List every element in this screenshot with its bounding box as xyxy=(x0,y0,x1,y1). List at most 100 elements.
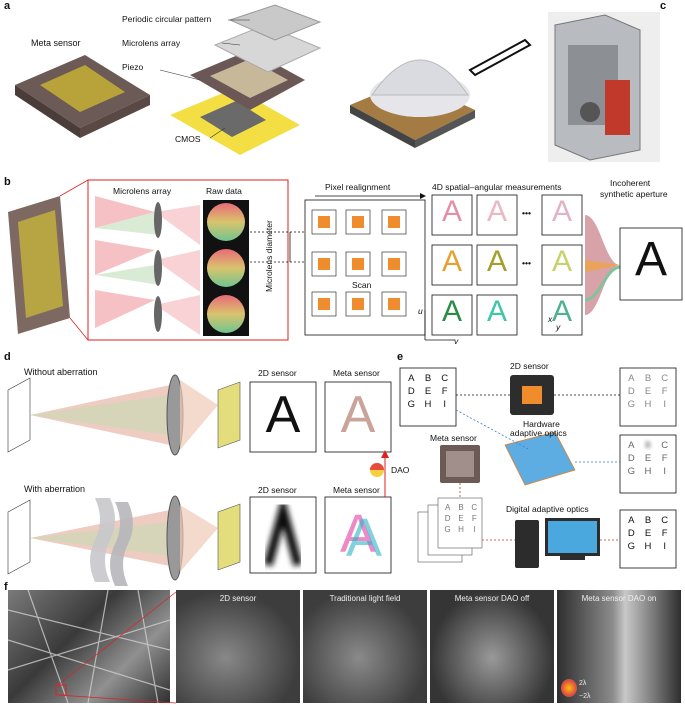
panel-label-b: b xyxy=(4,176,11,188)
d-sharp-letter: A xyxy=(265,386,301,444)
e-letter: B xyxy=(424,373,432,384)
b-letter-tile: A xyxy=(486,245,507,278)
panel-label-f: f xyxy=(4,581,8,593)
e-meta-label: Meta sensor xyxy=(430,433,477,443)
b-letter-tile: A xyxy=(441,295,462,328)
e-letter: I xyxy=(443,399,446,410)
b-letter-tile: A xyxy=(441,245,462,278)
b-x-label: x xyxy=(548,314,553,324)
b-ellipsis-mid: ••• xyxy=(522,258,531,268)
d-meta-label-bottom: Meta sensor xyxy=(333,485,380,495)
f-caption: Meta sensor DAO off xyxy=(454,594,530,603)
b-letter-tile: A xyxy=(486,195,507,228)
e-letter: F xyxy=(471,514,477,523)
f-2d-sensor-photo: 2D sensor xyxy=(176,590,300,703)
e-letter: G xyxy=(627,541,636,552)
a-piezo-label: Piezo xyxy=(122,62,144,72)
e-hao-label-2: adaptive optics xyxy=(510,428,567,438)
e-letter: H xyxy=(644,541,652,552)
d-without-label: Without aberration xyxy=(24,367,98,377)
e-letter: B xyxy=(458,503,464,512)
d-with-label: With aberration xyxy=(24,484,86,494)
panel-label-a: a xyxy=(4,0,11,12)
b-v-label: v xyxy=(454,336,459,346)
b-letter-tile: A xyxy=(551,195,572,228)
e-letter: C xyxy=(661,440,669,451)
e-letter: B xyxy=(644,373,652,384)
e-letter: D xyxy=(627,386,635,397)
f-wavefront-colormap xyxy=(561,679,577,697)
e-letter: E xyxy=(644,453,652,464)
e-letter: A xyxy=(444,503,451,512)
e-letter: I xyxy=(473,525,476,534)
d-dao-label: DAO xyxy=(391,465,410,475)
e-letter: C xyxy=(661,373,669,384)
b-synthetic-letter: A xyxy=(634,233,667,286)
e-2d-sensor-label: 2D sensor xyxy=(510,361,549,371)
e-letter: D xyxy=(444,514,451,523)
e-letter: B xyxy=(644,515,652,526)
a-meta-sensor-label: Meta sensor xyxy=(31,38,81,48)
e-letter: D xyxy=(627,528,635,539)
e-letter: E xyxy=(424,386,432,397)
e-letter: G xyxy=(627,466,636,477)
a-microlens-label: Microlens array xyxy=(122,38,181,48)
b-scan-label: Scan xyxy=(352,280,372,290)
e-letter: H xyxy=(458,525,464,534)
b-microlens-label: Microlens array xyxy=(113,186,172,196)
b-y-label: y xyxy=(556,322,561,332)
e-letter: E xyxy=(644,386,652,397)
f-caption: Meta sensor DAO on xyxy=(581,594,657,603)
d-2d-sensor-label-top: 2D sensor xyxy=(258,368,297,378)
e-letter: G xyxy=(407,399,416,410)
e-letter: H xyxy=(424,399,432,410)
e-letter: H xyxy=(644,399,652,410)
b-u-label: u xyxy=(418,306,423,316)
d-meta-label-top: Meta sensor xyxy=(333,368,380,378)
e-letter: F xyxy=(661,453,668,464)
b-ellipsis-top: ••• xyxy=(522,208,531,218)
e-letter: F xyxy=(441,386,448,397)
f-dao-on-photo: Meta sensor DAO on 2λ −2λ xyxy=(557,590,681,703)
e-letter: C xyxy=(441,373,449,384)
panel-label-c: c xyxy=(660,0,667,12)
d-2d-sensor-label-bottom: 2D sensor xyxy=(258,485,297,495)
panel-label-d: d xyxy=(4,351,11,363)
b-measurements-label: 4D spatial–angular measurements xyxy=(432,182,562,192)
e-letter: A xyxy=(628,373,635,384)
d-aberrated-letter-shift: A xyxy=(345,508,383,568)
b-letter-tile: A xyxy=(486,295,507,328)
e-letter: E xyxy=(458,514,464,523)
a-cmos-label: CMOS xyxy=(175,134,201,144)
panel-label-e: e xyxy=(397,351,404,363)
e-letter: I xyxy=(663,541,666,552)
f-overview-photo xyxy=(8,590,170,703)
b-letter-tile: A xyxy=(551,295,572,328)
b-incoherent-label: Incoherent xyxy=(610,178,651,188)
f-caption: Traditional light field xyxy=(329,594,401,603)
b-letter-tile: A xyxy=(551,245,572,278)
e-hao-label-1: Hardware xyxy=(523,419,560,429)
d-aberrated-letter: A xyxy=(339,504,377,564)
b-realign-label: Pixel realignment xyxy=(325,182,391,192)
e-letter: F xyxy=(661,528,668,539)
f-caption: 2D sensor xyxy=(219,594,257,603)
f-dao-off-photo: Meta sensor DAO off xyxy=(430,590,554,703)
e-letter: A xyxy=(628,440,635,451)
e-letter: E xyxy=(644,528,652,539)
e-letter: F xyxy=(661,386,668,397)
e-letter: D xyxy=(407,386,415,397)
e-letter: A xyxy=(408,373,415,384)
e-letter: A xyxy=(628,515,635,526)
b-letter-tile: A xyxy=(441,195,462,228)
